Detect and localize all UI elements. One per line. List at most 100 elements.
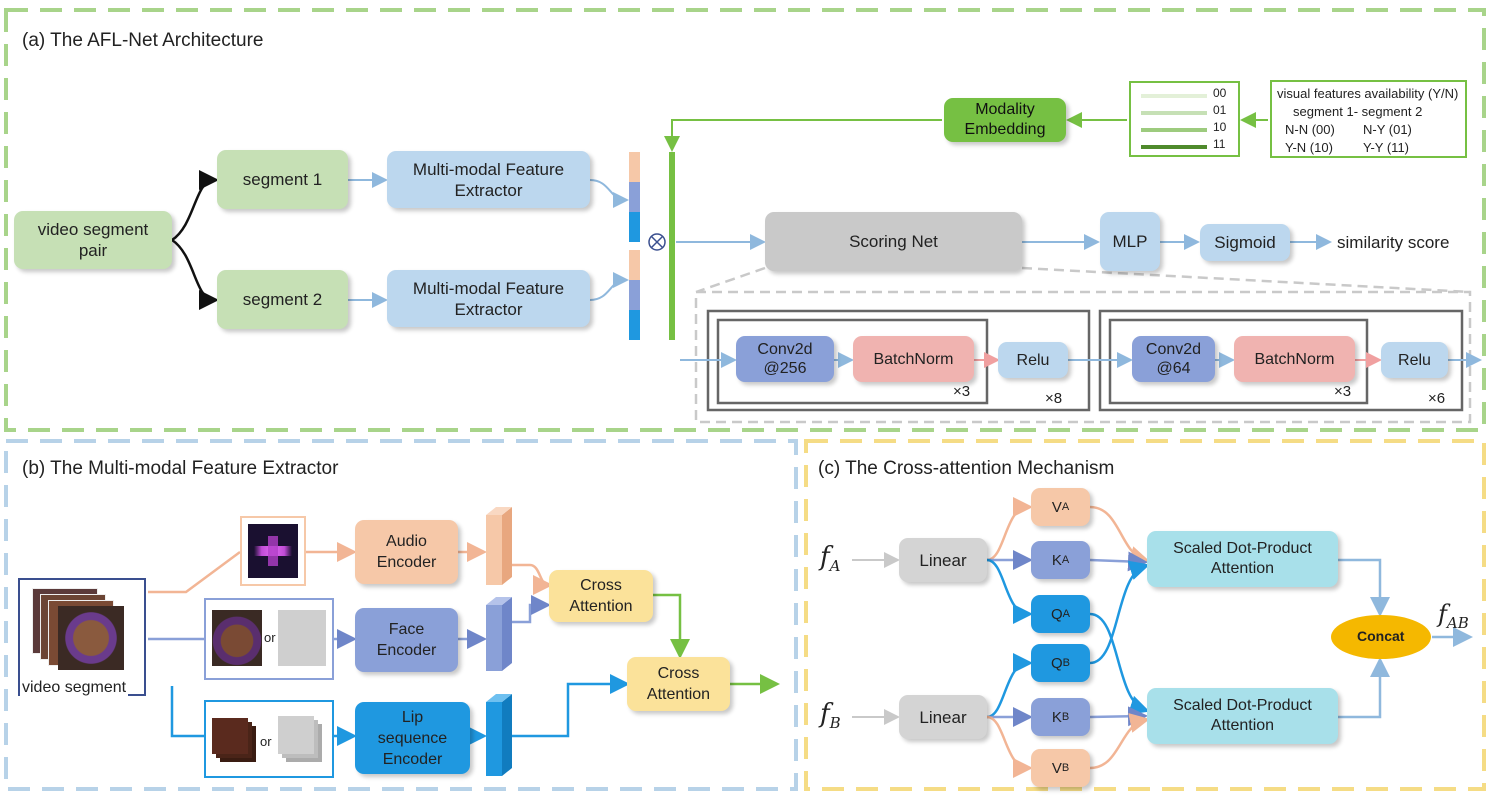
arrow-video-to-audio <box>148 550 241 594</box>
embedding-codes-box: 00 01 10 11 <box>1129 81 1240 157</box>
zoom-line-right <box>1021 266 1471 294</box>
arrow-qb-to-sdpa1 <box>1089 560 1150 665</box>
block1-batchnorm-box: BatchNorm <box>853 336 974 382</box>
block2-conv2d-label: Conv2d <box>1145 341 1202 358</box>
arrow-linear-b-to-qb <box>986 653 1033 719</box>
f-ab-symbol: f <box>1438 600 1447 628</box>
modality-embedding-bar <box>669 152 675 340</box>
feature-bar-2-bot <box>629 310 640 340</box>
embedding-code-01: 01 <box>1213 103 1227 117</box>
block2-batchnorm-box: BatchNorm <box>1234 336 1355 382</box>
face-feature-block-side <box>502 597 512 671</box>
qa-label: Q <box>1050 605 1063 623</box>
block2-inner-repeat: ×3 <box>1334 383 1352 400</box>
video-segment-pair-box: video segment pair <box>14 211 172 269</box>
panel-b-border <box>4 439 798 791</box>
panel-a-title: (a) The AFL-Net Architecture <box>22 30 264 51</box>
feature-bar-1-top <box>629 152 640 182</box>
feature-bar-1-mid <box>629 182 640 212</box>
face-or-label: or <box>264 630 276 645</box>
linear-b-box: Linear <box>899 695 987 739</box>
availability-legend: visual features availability (Y/N) segme… <box>1270 80 1467 158</box>
face-placeholder <box>278 610 326 666</box>
lip-or-label: or <box>260 734 272 749</box>
concat-label: Concat <box>1357 628 1405 644</box>
arrow-ca1-to-ca2 <box>653 593 690 659</box>
block2-conv2d-box: Conv2d @64 <box>1132 336 1215 382</box>
cross-attention-1-box: Cross Attention <box>549 570 653 622</box>
embedding-bar-11 <box>1141 145 1207 149</box>
audio-waveform-icon <box>248 524 298 578</box>
availability-title: visual features availability (Y/N) <box>1277 86 1459 101</box>
f-a-symbol: f <box>820 542 830 572</box>
lip-encoder-box: Lip sequence Encoder <box>355 702 470 774</box>
lip-placeholder-stack <box>278 716 314 754</box>
arrow-audio-feat-to-ca1 <box>512 563 553 595</box>
audio-spectrogram <box>240 516 306 586</box>
ka-label: K <box>1051 551 1062 569</box>
face-input-frame: or <box>204 598 334 680</box>
arrow-lip-feat-to-ca2 <box>512 674 630 738</box>
embedding-code-11: 11 <box>1213 137 1226 151</box>
segment-1-box: segment 1 <box>217 150 348 209</box>
block2-relu-box: Relu <box>1381 342 1448 378</box>
block1-relu-box: Relu <box>998 342 1068 378</box>
f-ab-label: fAB <box>1438 600 1469 632</box>
scoring-net-box: Scoring Net <box>765 212 1022 271</box>
arrow-va-to-sdpa1 <box>1089 505 1150 566</box>
lip-image-stack <box>212 718 248 754</box>
f-a-subscript: A <box>829 557 841 576</box>
feature-bar-2-mid <box>629 280 640 310</box>
block1-inner-repeat: ×3 <box>953 383 971 400</box>
lip-feature-block-side <box>502 694 512 776</box>
embedding-code-00: 00 <box>1213 86 1227 100</box>
availability-yy: Y-Y (11) <box>1363 140 1410 155</box>
concat-node <box>1331 615 1431 659</box>
panel-c-title: (c) The Cross-attention Mechanism <box>818 458 1115 479</box>
arrow-mod-to-bar <box>664 119 942 152</box>
panel-b-title: (b) The Multi-modal Feature Extractor <box>22 458 339 479</box>
va-label: V <box>1051 498 1062 516</box>
vb-subscript: B <box>1061 761 1070 774</box>
feature-bar-2-top <box>629 250 640 280</box>
face-feature-block <box>486 605 502 671</box>
arrow-linear-a-to-va <box>986 497 1033 562</box>
embedding-bar-10 <box>1141 128 1207 132</box>
vb-label: V <box>1051 759 1062 777</box>
arrow-linear-b-to-vb <box>986 715 1033 778</box>
qb-label: Q <box>1050 654 1063 672</box>
embedding-code-10: 10 <box>1213 120 1227 134</box>
va-subscript: A <box>1061 500 1070 513</box>
feature-extractor-2-box: Multi-modal Feature Extractor <box>387 270 590 327</box>
availability-nn: N-N (00) <box>1285 122 1335 137</box>
video-segment-frame <box>18 578 146 696</box>
face-feature-block-top <box>486 597 512 605</box>
modality-embedding-box: Modality Embedding <box>944 98 1066 142</box>
arrow-ext2-to-feat <box>589 272 629 301</box>
embedding-bar-00 <box>1141 94 1207 98</box>
linear-a-box: Linear <box>899 538 987 582</box>
mlp-box: MLP <box>1100 212 1160 271</box>
audio-encoder-box: Audio Encoder <box>355 520 458 584</box>
arrow-ka-to-sdpa1 <box>1089 551 1148 572</box>
block1-conv2d-label: Conv2d <box>757 341 813 358</box>
f-b-label: fB <box>820 699 841 732</box>
audio-feature-block-top <box>486 507 512 515</box>
block1-outer-repeat: ×8 <box>1045 390 1063 407</box>
f-b-subscript: B <box>829 714 841 733</box>
arrow-face-feat-to-ca1 <box>512 595 551 624</box>
audio-feature-block <box>486 515 502 585</box>
lip-feature-block-top <box>486 694 512 702</box>
availability-yn: Y-N (10) <box>1285 140 1333 155</box>
concat-operator-cross <box>650 235 664 249</box>
video-segment-label: video segment <box>20 679 129 697</box>
arrow-ext1-to-feat <box>589 179 629 208</box>
segment-2-box: segment 2 <box>217 270 348 329</box>
arrow-pair-to-seg2 <box>171 238 219 310</box>
similarity-score-label: similarity score <box>1337 233 1450 252</box>
